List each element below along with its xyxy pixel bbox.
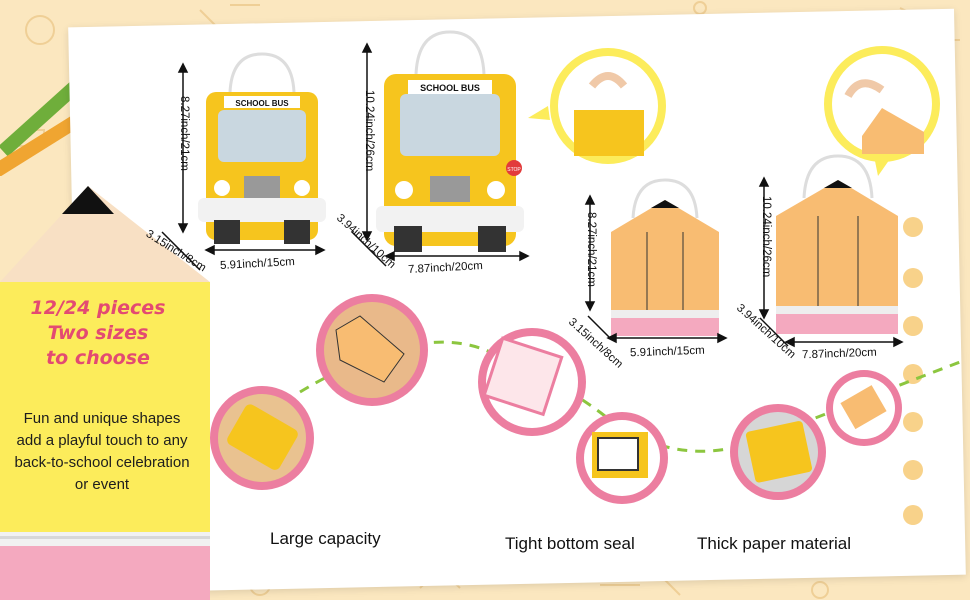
pencil-bag-small [611, 178, 719, 336]
promo-title: 12/24 pieces Two sizes to choose [8, 296, 188, 371]
feature-large-capacity: Large capacity [270, 529, 381, 548]
zoom-bus-handle [528, 48, 666, 164]
bus-label: SCHOOL BUS [420, 83, 480, 93]
decor-dot [903, 217, 923, 237]
decor-dot [903, 505, 923, 525]
bus-bag-large: SCHOOL BUS STOP [376, 30, 524, 252]
pencil-bag-large [776, 154, 898, 334]
decor-dot [903, 268, 923, 288]
decor-dot [903, 412, 923, 432]
bus-bag-small: SCHOOL BUS [198, 52, 326, 244]
zoom-pencil-handle [824, 46, 940, 176]
bus-label: SCHOOL BUS [235, 99, 289, 108]
promo-description: Fun and unique shapes add a playful touc… [14, 410, 190, 493]
stop-sign-label: STOP [507, 167, 521, 173]
decor-dot [903, 460, 923, 480]
decor-dot [903, 316, 923, 336]
promo-title-line3: to choose [46, 347, 150, 369]
promo-title-line1: 12/24 pieces [30, 297, 166, 319]
feature-thick-paper: Thick paper material [697, 534, 852, 553]
feature-tight-bottom-seal: Tight bottom seal [505, 534, 635, 553]
pencil-promo-tag [0, 186, 210, 600]
promo-title-line2: Two sizes [47, 322, 149, 344]
